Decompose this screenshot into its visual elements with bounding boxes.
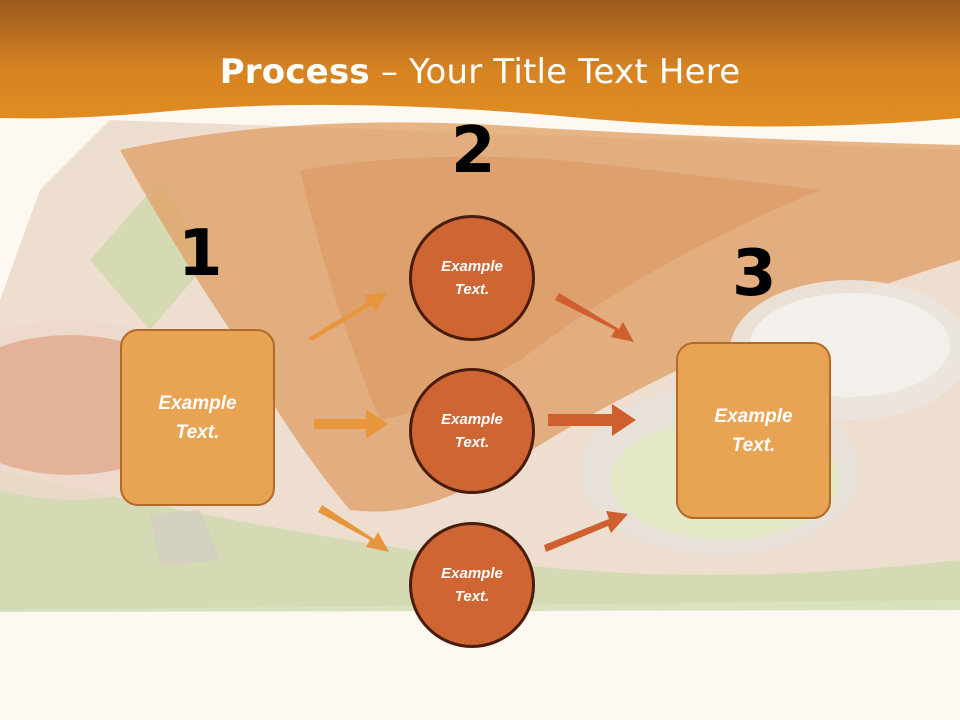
slide-title: Process – Your Title Text Here <box>0 52 960 92</box>
header-band <box>0 0 960 127</box>
step-number-3: 3 <box>732 237 777 311</box>
title-rest: – Your Title Text Here <box>369 52 741 92</box>
step-2-circle-bottom: Example Text. <box>409 522 535 648</box>
title-bold: Process <box>219 52 370 92</box>
circle-top-text: Example Text. <box>441 258 503 298</box>
step-2-circle-middle: Example Text. <box>409 368 535 494</box>
step-3-text: Example Text. <box>714 405 793 456</box>
step-number-2: 2 <box>451 114 496 188</box>
step-3-box: Example Text. <box>676 342 831 519</box>
step-1-text: Example Text. <box>158 392 237 443</box>
step-2-circle-top: Example Text. <box>409 215 535 341</box>
circle-middle-text: Example Text. <box>441 411 503 451</box>
step-number-1: 1 <box>178 217 223 291</box>
step-1-box: Example Text. <box>120 329 275 506</box>
circle-bottom-text: Example Text. <box>441 565 503 605</box>
